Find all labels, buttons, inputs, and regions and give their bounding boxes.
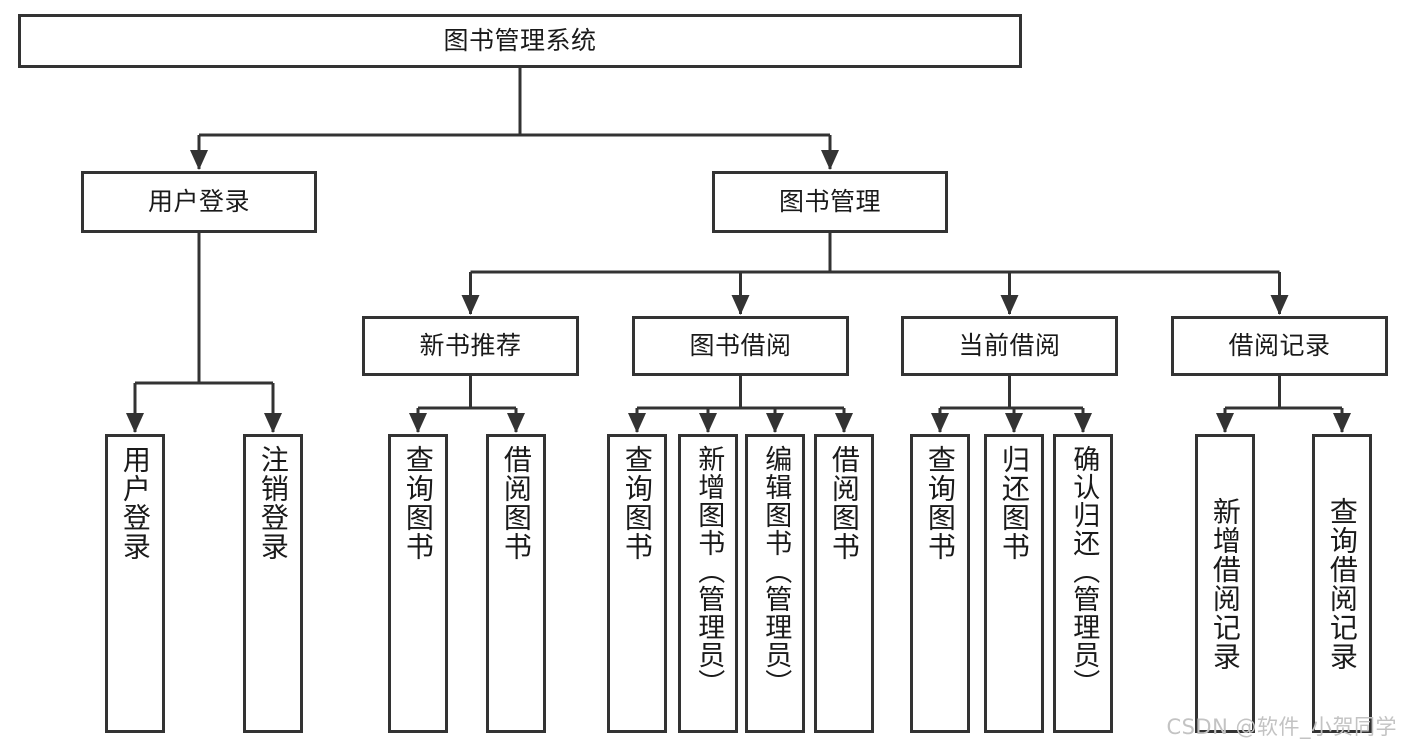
node-new-book-rec[interactable]: 新书推荐 [362,316,579,376]
node-leaf-user-logout-label: 注销登录 [256,445,290,561]
node-leaf-query-book-rec-label: 查询图书 [401,445,435,561]
node-leaf-return-book[interactable]: 归还图书 [984,434,1044,733]
node-leaf-add-book-admin[interactable]: 新增图书（管理员） [678,434,738,733]
node-leaf-query-book-rec[interactable]: 查询图书 [388,434,448,733]
node-leaf-query-book-borrow[interactable]: 查询图书 [607,434,667,733]
node-book-manage[interactable]: 图书管理 [712,171,948,233]
node-leaf-return-book-label: 归还图书 [997,445,1031,561]
node-book-borrow[interactable]: 图书借阅 [632,316,849,376]
node-book-borrow-label: 图书借阅 [689,331,792,361]
csdn-watermark: CSDN @软件_小贺同学 [1166,715,1397,739]
node-leaf-add-book-admin-label: 新增图书（管理员） [693,445,725,697]
node-current-borrow-label: 当前借阅 [958,331,1061,361]
node-root-label: 图书管理系统 [443,26,597,56]
node-leaf-borrow-book-rec-label: 借阅图书 [499,445,533,561]
node-user-login[interactable]: 用户登录 [81,171,317,233]
node-leaf-confirm-return-admin-label: 确认归还（管理员） [1068,445,1100,697]
node-leaf-user-login-label: 用户登录 [118,445,152,561]
node-borrow-record-label: 借阅记录 [1228,331,1331,361]
node-leaf-query-borrow-record[interactable]: 查询借阅记录 [1312,434,1372,733]
node-user-login-label: 用户登录 [147,187,250,217]
node-leaf-borrow-book-label: 借阅图书 [827,445,861,561]
node-leaf-query-book-borrow-label: 查询图书 [620,445,654,561]
node-borrow-record[interactable]: 借阅记录 [1171,316,1388,376]
node-leaf-user-login[interactable]: 用户登录 [105,434,165,733]
node-leaf-user-logout[interactable]: 注销登录 [243,434,303,733]
node-leaf-edit-book-admin-label: 编辑图书（管理员） [760,445,792,697]
node-leaf-add-borrow-record[interactable]: 新增借阅记录 [1195,434,1255,733]
node-leaf-query-book-cur[interactable]: 查询图书 [910,434,970,733]
node-leaf-add-borrow-record-label: 新增借阅记录 [1208,496,1242,671]
node-leaf-confirm-return-admin[interactable]: 确认归还（管理员） [1053,434,1113,733]
node-leaf-query-borrow-record-label: 查询借阅记录 [1325,496,1359,671]
node-leaf-query-book-cur-label: 查询图书 [923,445,957,561]
node-leaf-borrow-book[interactable]: 借阅图书 [814,434,874,733]
node-current-borrow[interactable]: 当前借阅 [901,316,1118,376]
node-leaf-borrow-book-rec[interactable]: 借阅图书 [486,434,546,733]
node-root[interactable]: 图书管理系统 [18,14,1022,68]
node-book-manage-label: 图书管理 [778,187,881,217]
node-leaf-edit-book-admin[interactable]: 编辑图书（管理员） [745,434,805,733]
node-new-book-rec-label: 新书推荐 [419,331,522,361]
